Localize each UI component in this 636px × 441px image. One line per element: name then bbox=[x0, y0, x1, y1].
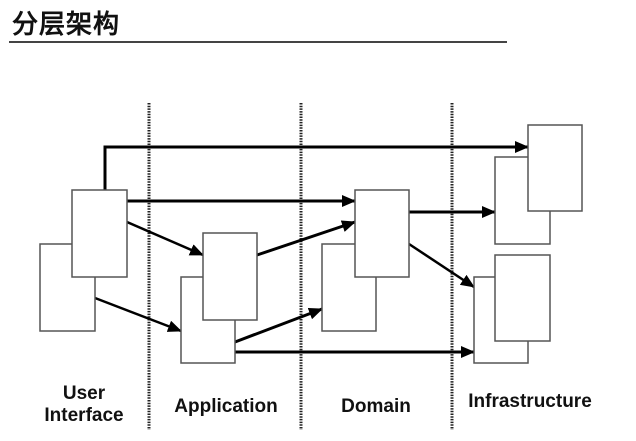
box-ui-front bbox=[71, 189, 128, 278]
layer-label-application: Application bbox=[174, 396, 278, 417]
layer-label-infrastructure: Infrastructure bbox=[468, 391, 592, 412]
edge-application-back-to-domain-back bbox=[234, 307, 323, 344]
layer-label-user-interface: User Interface bbox=[30, 383, 138, 427]
layer-dividers bbox=[147, 103, 454, 430]
box-application-front bbox=[202, 232, 258, 321]
title-underline bbox=[9, 41, 507, 43]
box-infra-top-front bbox=[527, 124, 583, 212]
boxes bbox=[39, 124, 583, 364]
connectors bbox=[94, 141, 529, 358]
layer-label-line: Interface bbox=[44, 405, 124, 426]
edge-ui-to-application bbox=[126, 220, 204, 257]
box-infra-bottom-front bbox=[494, 254, 551, 342]
layer-label-line: User bbox=[62, 383, 106, 404]
box-domain-front bbox=[354, 189, 410, 278]
page-title: 分层架构 bbox=[12, 10, 121, 40]
edge-ui-back-to-application-back bbox=[94, 296, 182, 333]
edge-domain-to-infra-bottom bbox=[408, 242, 475, 289]
edge-ui-to-infra-top bbox=[103, 141, 529, 190]
edge-application-to-domain bbox=[256, 220, 356, 257]
layer-label-domain: Domain bbox=[341, 396, 411, 417]
